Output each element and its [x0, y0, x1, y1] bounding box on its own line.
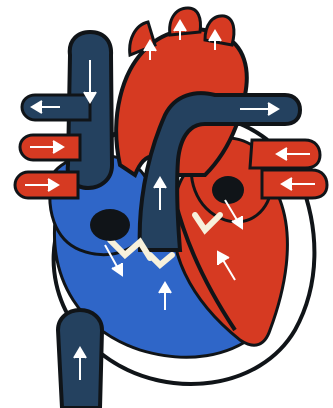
left-atrium-opening: [212, 176, 244, 204]
right-atrium-opening: [90, 209, 130, 241]
